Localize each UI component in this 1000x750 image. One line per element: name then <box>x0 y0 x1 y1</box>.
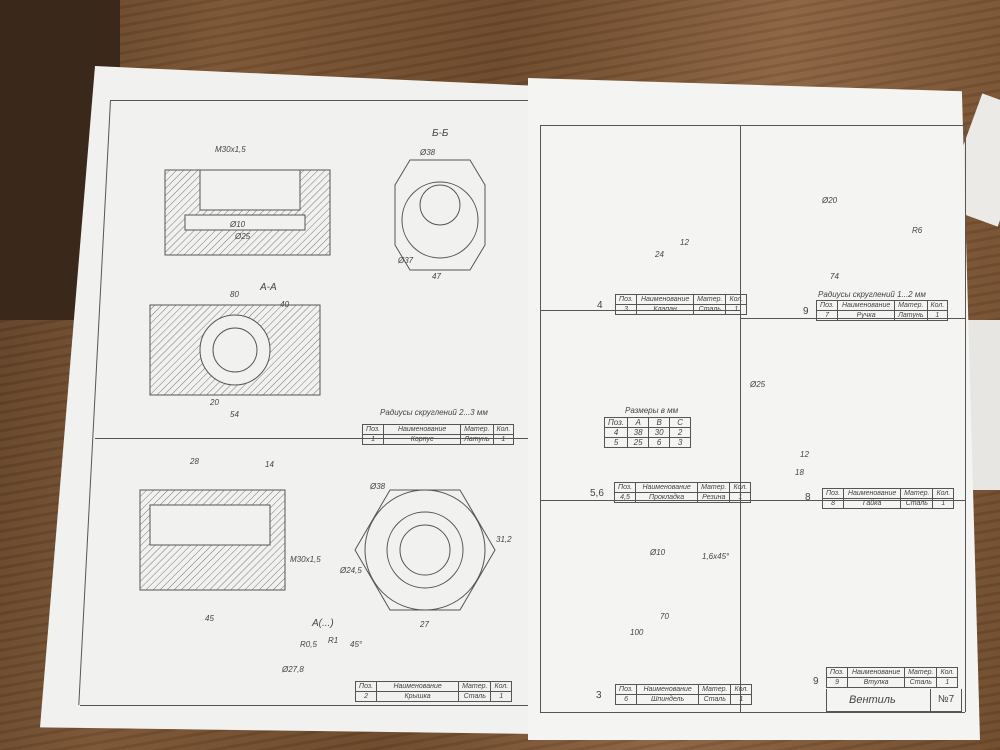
dim-label: 1,6x45° <box>702 552 730 561</box>
panel-number: 9 <box>803 306 809 317</box>
dim-label: R6 <box>912 226 923 235</box>
dim-label: Ø38 <box>370 482 386 491</box>
dim-label: 40 <box>280 300 289 309</box>
panel-divider <box>540 500 965 501</box>
panel-number: 4 <box>597 300 603 311</box>
dim-label: M30x1,5 <box>290 555 321 564</box>
frame-line <box>965 125 966 712</box>
dim-label: Ø25 <box>235 232 251 241</box>
dim-label: 12 <box>680 238 689 247</box>
section-title: Б-Б <box>432 128 449 139</box>
dim-label: Ø38 <box>420 148 436 157</box>
detail-title: A(...) <box>312 618 334 629</box>
dim-label: Ø10 <box>650 548 666 557</box>
assembly-name: Вентиль <box>849 694 896 706</box>
dim-label: 80 <box>230 290 239 299</box>
radius-note: Радиусы скруглений 1...2 мм <box>818 290 926 299</box>
panel-divider <box>95 438 530 439</box>
size-table-title: Размеры в мм <box>625 406 679 415</box>
dim-label: R0,5 <box>300 640 317 649</box>
main-title-block: Вентиль №7 <box>826 689 962 712</box>
panel-number: 9 <box>813 676 819 687</box>
dim-label: 27 <box>420 620 429 629</box>
drawing-number: №7 <box>930 689 961 711</box>
panel-number: 5,6 <box>590 488 604 499</box>
dim-label: 45° <box>350 640 363 649</box>
paper-scrap <box>968 320 1000 490</box>
frame-line <box>110 100 530 101</box>
dim-label: 18 <box>795 468 804 477</box>
panel-number: 8 <box>805 492 811 503</box>
dim-label: 100 <box>630 628 644 637</box>
frame-line <box>540 712 965 713</box>
dim-label: 12 <box>800 450 809 459</box>
dim-label: 31,2 <box>496 535 512 544</box>
dim-label: 54 <box>230 410 239 419</box>
dim-label: 20 <box>210 398 219 407</box>
section-title: А-А <box>260 282 277 293</box>
dim-label: 45 <box>205 614 214 623</box>
dim-label: 14 <box>265 460 274 469</box>
dim-label: 74 <box>830 272 839 281</box>
panel-divider <box>740 125 741 712</box>
dim-label: 47 <box>432 272 441 281</box>
frame-line <box>540 125 541 712</box>
panel-number: 3 <box>596 690 602 701</box>
dim-label: 28 <box>190 457 199 466</box>
dim-label: Ø20 <box>822 196 838 205</box>
frame-line <box>540 125 965 126</box>
dim-label: Ø24,5 <box>340 566 362 575</box>
dim-label: 70 <box>660 612 669 621</box>
frame-line <box>80 705 530 706</box>
dim-label: Ø10 <box>230 220 246 229</box>
dim-label: Ø27,8 <box>282 665 304 674</box>
drawing-sheet-right <box>528 78 980 740</box>
radius-note: Радиусы скруглений 2...3 мм <box>380 408 488 417</box>
dim-label: Ø37 <box>398 256 414 265</box>
dim-label: 24 <box>655 250 664 259</box>
dim-label: R1 <box>328 636 339 645</box>
dim-label: Ø25 <box>750 380 766 389</box>
dim-label: M30x1,5 <box>215 145 246 154</box>
